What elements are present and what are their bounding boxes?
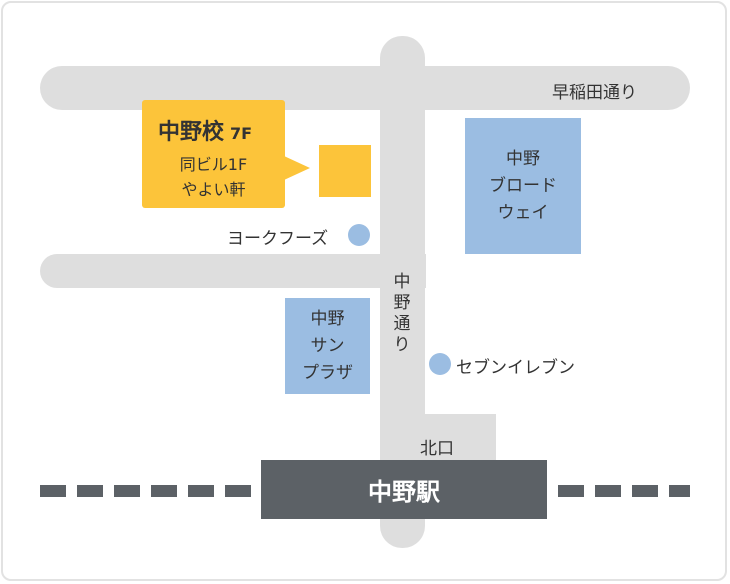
railway-segment — [669, 485, 690, 497]
railway-segment — [188, 485, 214, 497]
school-callout: 中野校 7F 同ビル1F やよい軒 — [142, 100, 285, 208]
road-label-waseda: 早稲田通り — [552, 83, 637, 103]
road-label-char: 通 — [393, 314, 411, 334]
school-floor: 7F — [230, 124, 253, 143]
road-label-nakano-dori: 中 野 通 り — [389, 272, 415, 356]
landmark-dot-seven-eleven — [429, 353, 451, 375]
station-nakano: 中野駅 — [261, 460, 547, 519]
station-exit-label: 北口 — [420, 439, 454, 459]
building-label: ウェイ — [497, 202, 549, 223]
railway-segment — [632, 485, 658, 497]
railway-segment — [114, 485, 140, 497]
building-label: 中野 — [310, 308, 345, 329]
school-name: 中野校 7F — [158, 114, 252, 146]
railway-segment — [40, 485, 66, 497]
building-label: プラザ — [302, 362, 353, 383]
road-label-char: 野 — [393, 293, 411, 313]
station-name: 中野駅 — [368, 478, 440, 506]
school-note-line1: 同ビル1F — [179, 155, 248, 174]
landmark-label-seven-eleven: セブンイレブン — [456, 358, 575, 378]
school-note: 同ビル1F やよい軒 — [142, 152, 285, 202]
railway-segment — [558, 485, 584, 497]
building-label: サン — [310, 335, 345, 356]
railway-segment — [151, 485, 177, 497]
landmark-label-york-foods: ヨークフーズ — [227, 229, 329, 249]
railway-segment — [225, 485, 251, 497]
landmark-dot-york-foods — [348, 224, 370, 246]
school-note-line2: やよい軒 — [181, 180, 246, 199]
railway-segment — [595, 485, 621, 497]
building-nakano-broadway: 中野 ブロード ウェイ — [465, 118, 581, 254]
road-side-street — [40, 254, 426, 288]
school-location-marker — [319, 145, 371, 197]
road-label-char: り — [393, 335, 411, 355]
building-label: ブロード — [489, 175, 557, 196]
building-nakano-sunplaza: 中野 サン プラザ — [285, 298, 370, 394]
railway-segment — [77, 485, 103, 497]
callout-pointer — [284, 156, 310, 180]
road-label-char: 中 — [393, 272, 411, 292]
building-label: 中野 — [506, 148, 540, 169]
school-name-text: 中野校 — [158, 120, 225, 145]
